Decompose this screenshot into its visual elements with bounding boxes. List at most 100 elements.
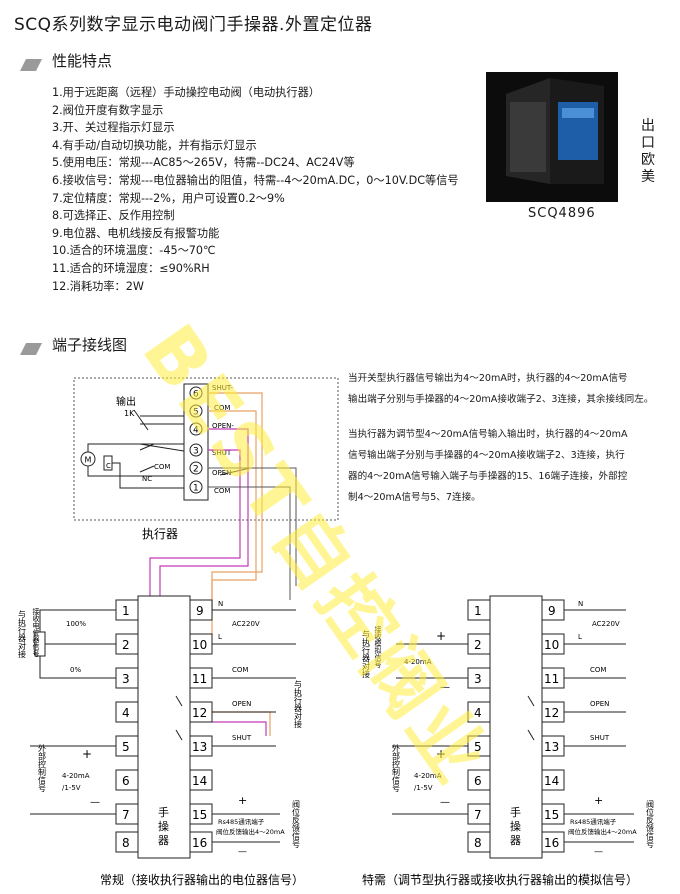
feature-item: 9.电位器、电机线接反有报警功能 bbox=[52, 226, 220, 240]
pct-100-label: 100% bbox=[66, 620, 86, 628]
feature-item: 10.适合的环境温度：-45～70℃ bbox=[52, 244, 216, 258]
right-controller-left-terminals: 1 2 3 4 5 6 7 8 bbox=[467, 599, 491, 853]
terminal-10: 10 bbox=[192, 638, 207, 652]
r-terminal-8: 8 bbox=[474, 836, 482, 850]
left-shut-label: SHUT bbox=[232, 734, 252, 742]
terminal-16: 16 bbox=[192, 836, 207, 850]
right-caption: 特需（调节型执行器或接收执行器输出的模拟信号） bbox=[362, 872, 638, 887]
page-title: SCQ系列数字显示电动阀门手操器.外置定位器 bbox=[14, 15, 373, 35]
r-terminal-4: 4 bbox=[474, 706, 482, 720]
actuator-label-com2: COM bbox=[214, 487, 230, 495]
pct-0-label: 0% bbox=[70, 666, 81, 674]
left-com-label: COM bbox=[232, 666, 248, 674]
r-ac-label: AC220V bbox=[592, 620, 620, 628]
export-label: 出口欧美 bbox=[641, 118, 655, 185]
note-line: 器的4～20mA信号输入端子与手操器的15、16端子连接，外部控 bbox=[348, 471, 628, 482]
feature-item: 4.有手动/自动切换功能，并有指示灯显示 bbox=[52, 138, 257, 152]
r-rs485-2: 阀位反馈输出4～20mA bbox=[568, 827, 637, 836]
actuator-label-open: OPEN bbox=[212, 469, 231, 477]
r-terminal-5: 5 bbox=[474, 740, 482, 754]
left-rs485-2: 阀位反馈输出4～20mA bbox=[216, 827, 285, 836]
pot-side-label-2: 接收电位器信号 bbox=[32, 607, 40, 658]
feature-item: 11.适合的环境湿度：≤90%RH bbox=[52, 261, 210, 275]
note-line: 信号输出端子分别与手操器的4～20mA接收端子2、3连接，执行 bbox=[348, 450, 625, 461]
r-terminal-11: 11 bbox=[544, 672, 559, 686]
note-line: 当执行器为调节型4～20mA信号输入输出时，执行器的4～20mA bbox=[348, 429, 628, 440]
section-slash-icon bbox=[20, 59, 42, 71]
terminal-3: 3 bbox=[122, 672, 130, 686]
r-485-plus: + bbox=[594, 794, 603, 807]
terminal-4: 4 bbox=[122, 706, 130, 720]
r-n-label: N bbox=[578, 600, 583, 608]
left-n-label: N bbox=[218, 600, 223, 608]
left-controller-label-1: 手 bbox=[158, 805, 169, 819]
terminal-12: 12 bbox=[192, 706, 207, 720]
right-controller-right-terminals: 9 10 11 12 13 14 15 16 bbox=[541, 599, 565, 853]
left-controller-label-3: 器 bbox=[158, 834, 169, 847]
feature-item: 2.阀位开度有数字显示 bbox=[52, 103, 164, 117]
left-open-label: OPEN bbox=[232, 700, 251, 708]
left-485-plus: + bbox=[238, 794, 247, 807]
actuator-switch-com: COM bbox=[154, 463, 170, 471]
left-ac-label: AC220V bbox=[232, 620, 260, 628]
actuator-terminal-2: 2 bbox=[193, 465, 199, 475]
r-l-label: L bbox=[578, 633, 582, 641]
feature-item: 8.可选择正、反作用控制 bbox=[52, 209, 175, 223]
left-controller-label-2: 操 bbox=[158, 819, 169, 833]
note-line: 输出端子分别与手操器的4～20mA接收端子2、3连接，其余接线同左。 bbox=[348, 394, 654, 405]
ext-range-2: /1-5V bbox=[62, 784, 81, 792]
r-terminal-14: 14 bbox=[544, 774, 559, 788]
left-l-label: L bbox=[218, 633, 222, 641]
motor-label: M bbox=[85, 456, 92, 465]
feature-item: 3.开、关过程指示灯显示 bbox=[52, 121, 175, 135]
actuator-terminal-1: 1 bbox=[193, 484, 199, 494]
feature-item: 5.使用电压：常规---AC85～265V，特需--DC24、AC24V等 bbox=[52, 156, 355, 170]
terminal-9: 9 bbox=[196, 604, 204, 618]
actuator-label-shut: SHUT bbox=[212, 449, 232, 457]
terminal-14: 14 bbox=[192, 774, 207, 788]
terminal-8: 8 bbox=[122, 836, 130, 850]
terminal-11: 11 bbox=[192, 672, 207, 686]
left-controller-right-terminals: 9 10 11 12 13 14 15 16 bbox=[189, 599, 213, 853]
actuator-label-open-minus: OPEN- bbox=[212, 422, 234, 430]
r-485-minus: — bbox=[594, 847, 603, 857]
r-side-label: 与执行器对接 bbox=[362, 630, 371, 679]
features-section-marker bbox=[20, 56, 42, 71]
terminal-5: 5 bbox=[122, 740, 130, 754]
r-input-minus: — bbox=[440, 682, 450, 693]
r-input-plus: + bbox=[436, 629, 446, 643]
feedback-label: 阀位反馈信号 bbox=[292, 800, 301, 849]
feature-item: 6.接收信号：常规---电位器输出的阻值，特需--4～20mA.DC，0～10V… bbox=[52, 173, 459, 187]
r-terminal-6: 6 bbox=[474, 774, 482, 788]
actuator-terminal-4: 4 bbox=[193, 426, 199, 436]
r-terminal-3: 3 bbox=[474, 672, 482, 686]
r-shut-label: SHUT bbox=[590, 734, 610, 742]
actuator-output-label: 输出 bbox=[116, 395, 136, 408]
features-list: 1.用于远距离（远程）手动操控电动阀（电动执行器） 2.阀位开度有数字显示 3.… bbox=[52, 84, 459, 295]
actuator-label-com: COM bbox=[214, 404, 230, 412]
feature-item: 12.消耗功率：2W bbox=[52, 279, 144, 293]
wiring-section-marker bbox=[20, 340, 42, 355]
r-open-label: OPEN bbox=[590, 700, 609, 708]
r-ext-plus: + bbox=[436, 747, 446, 761]
product-photo bbox=[486, 72, 618, 202]
actuator-terminals: 6 5 4 3 2 1 bbox=[189, 386, 203, 494]
actuator-terminal-3: 3 bbox=[193, 447, 199, 457]
actuator-label-shut-minus: SHUT- bbox=[212, 384, 233, 392]
terminal-6: 6 bbox=[122, 774, 130, 788]
actuator-label: 执行器 bbox=[142, 527, 178, 541]
capacitor-label: C bbox=[106, 462, 111, 470]
features-heading: 性能特点 bbox=[52, 52, 113, 70]
terminal-2: 2 bbox=[122, 638, 130, 652]
ext-plus: + bbox=[82, 747, 92, 761]
r-feedback-label: 阀位反馈信号 bbox=[646, 800, 655, 849]
right-controller-label-2: 操 bbox=[510, 819, 521, 833]
terminal-13: 13 bbox=[192, 740, 207, 754]
r-side-label-2: 接收模拟信号 bbox=[374, 625, 382, 669]
r-ext-control-label: 外部控制信号 bbox=[392, 743, 401, 793]
right-controller-body bbox=[489, 595, 543, 859]
terminal-1: 1 bbox=[122, 604, 130, 618]
actuator-terminal-5: 5 bbox=[193, 408, 199, 418]
left-controller-body bbox=[137, 595, 191, 859]
r-ext-range-2: /1-5V bbox=[414, 784, 433, 792]
